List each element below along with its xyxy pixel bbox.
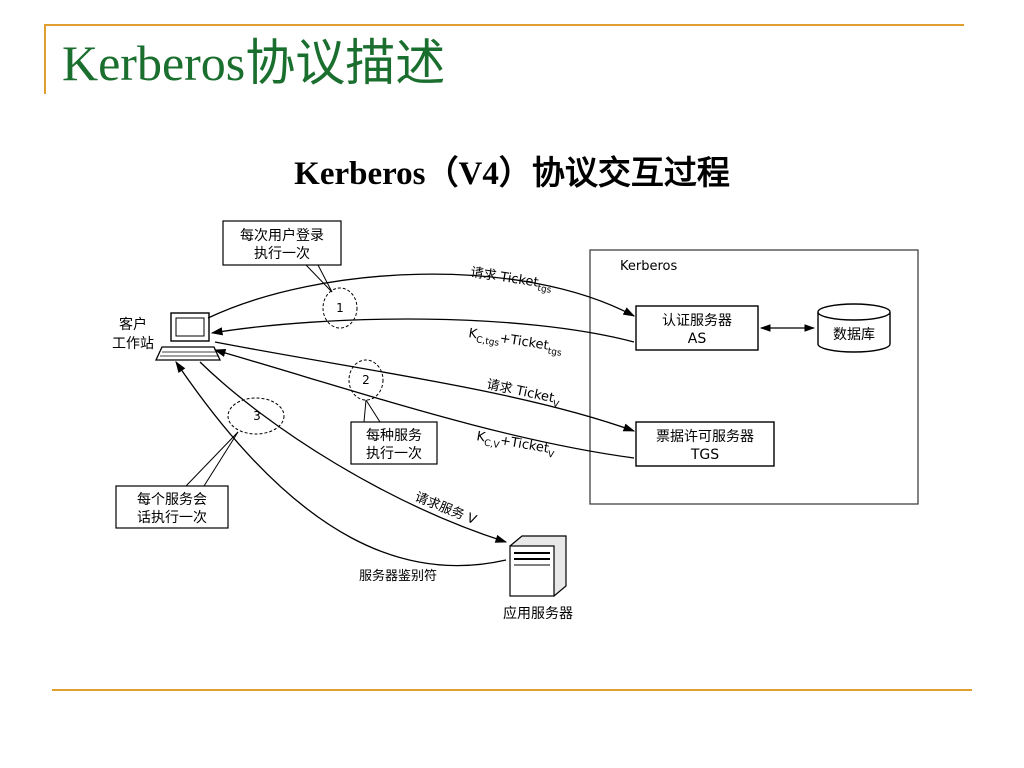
left-rule	[44, 24, 46, 94]
callout-per-service-line2: 执行一次	[366, 446, 422, 462]
arrow-request-service	[199, 361, 508, 543]
callout-per-login	[222, 220, 342, 266]
step-marker-1	[322, 287, 358, 329]
app-server-icon	[509, 535, 567, 597]
callout-per-session-line2: 话执行一次	[137, 510, 207, 526]
label-request-ticket-tgs: 请求 Tickettgs	[469, 265, 554, 296]
arrow-request-ticket-v	[214, 341, 636, 432]
database-label: 数据库	[833, 327, 875, 343]
callout-per-session	[115, 485, 229, 529]
arrow-response-ticket-tgs	[210, 318, 635, 343]
tgs-box	[635, 421, 775, 467]
label-response-ticket-tgs: KC,tgs+Tickettgs	[467, 326, 564, 359]
step-number-3: 3	[253, 409, 261, 423]
slide-title: Kerberos协议描述	[62, 35, 446, 91]
callout-per-login-line1: 每次用户登录	[240, 227, 324, 244]
label-response-ticket-v: KC,V+TicketV	[475, 429, 557, 461]
arrow-response-ticket-v	[213, 348, 635, 459]
step-marker-2	[348, 359, 384, 401]
callout-per-service	[350, 421, 438, 465]
callout-per-service-pointer	[363, 399, 367, 423]
step-number-1: 1	[336, 301, 344, 315]
callout-per-session-line1: 每个服务会	[137, 492, 207, 508]
top-rule	[44, 24, 964, 26]
client-label-line1: 客户	[119, 316, 147, 333]
database-icon	[817, 303, 891, 353]
kerberos-box	[589, 249, 919, 505]
tgs-label-line1: 票据许可服务器	[656, 429, 754, 445]
as-label-line1: 认证服务器	[662, 313, 732, 329]
workstation-icon	[154, 312, 222, 361]
as-box	[635, 305, 759, 351]
label-request-service: 请求服务 V	[413, 489, 479, 528]
callout-per-service-pointer-2	[365, 399, 381, 423]
callout-per-login-pointer	[317, 264, 333, 293]
step-marker-3	[227, 397, 285, 435]
client-label-line2: 工作站	[112, 336, 154, 352]
tgs-label-line2: TGS	[690, 447, 719, 463]
step-number-2: 2	[362, 373, 370, 387]
callout-per-login-line2: 执行一次	[254, 246, 310, 262]
label-request-ticket-v: 请求 TicketV	[485, 377, 563, 410]
callout-per-session-pointer-2	[203, 431, 239, 487]
app-server-label: 应用服务器	[503, 605, 573, 622]
arrow-request-ticket-tgs	[207, 273, 636, 319]
callout-per-login-pointer-2	[305, 264, 333, 293]
arrow-authenticator	[175, 361, 507, 567]
slide-subtitle: Kerberos（V4）协议交互过程	[294, 156, 730, 192]
as-label-line2: AS	[688, 331, 707, 347]
label-authenticator: 服务器鉴别符	[359, 568, 437, 584]
callout-per-session-pointer	[185, 431, 239, 487]
bottom-rule	[52, 689, 972, 691]
kerberos-box-label: Kerberos	[620, 259, 677, 274]
callout-per-service-line1: 每种服务	[366, 428, 422, 444]
